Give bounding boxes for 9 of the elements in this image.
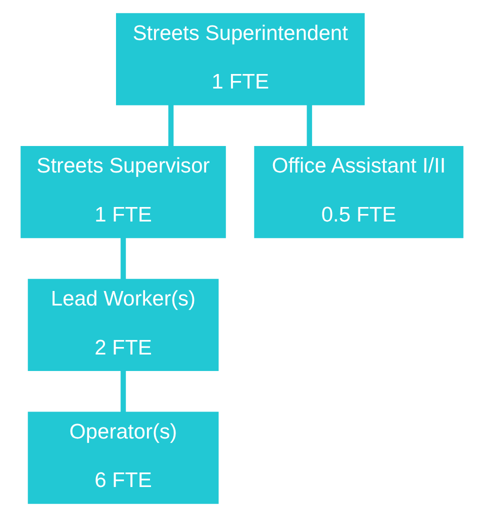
node-box: Operator(s) 6 FTE — [27, 412, 218, 504]
connector — [120, 370, 126, 412]
node-box: Streets Supervisor 1 FTE — [20, 146, 226, 238]
node-box: Streets Superintendent 1 FTE — [116, 13, 364, 106]
node-box: Office Assistant I/II 0.5 FTE — [254, 146, 463, 238]
connector — [120, 238, 126, 280]
connector — [306, 104, 312, 146]
node-box: Lead Worker(s) 2 FTE — [27, 278, 218, 371]
connector — [168, 104, 174, 146]
